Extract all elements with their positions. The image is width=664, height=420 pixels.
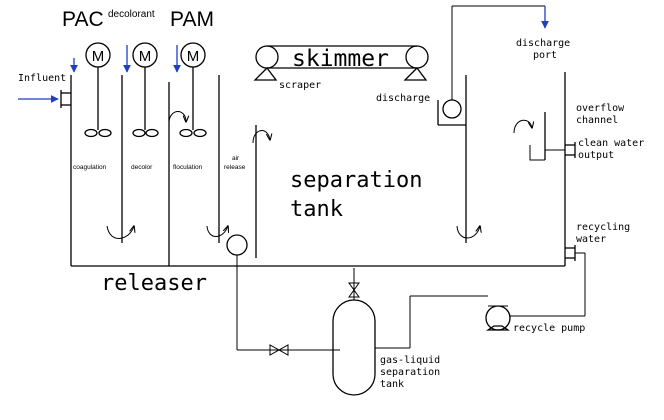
overflow-channel-label-2: channel (576, 115, 618, 126)
decolor-label: decolor (131, 164, 153, 171)
recycling-water-label-2: water (576, 234, 606, 245)
pac-label: PAC (62, 8, 104, 31)
recycle-pump-icon (485, 252, 586, 331)
skimmer-label: skimmer (292, 46, 389, 72)
clean-water-label: clean water (578, 138, 644, 149)
separation-tank-label: separation (290, 168, 422, 193)
floculation-label: floculation (173, 164, 203, 171)
valve-icon (348, 282, 360, 298)
recycle-pump-label: recycle pump (513, 323, 585, 334)
flow-arrow-icon (252, 130, 270, 144)
discharge-channel (437, 75, 467, 126)
gas-liquid-tank-label-3: tank (380, 379, 404, 390)
overflow-channel-label: overflow (576, 103, 625, 114)
chamber-walls (121, 75, 546, 266)
motor-icon: M (92, 48, 105, 65)
pam-mixer: M (173, 42, 207, 138)
recycling-outlet (565, 245, 576, 261)
flow-arrow-icon (456, 226, 480, 239)
pac-mixer: M (70, 42, 112, 138)
clean-water-outlet (545, 142, 576, 158)
discharge-port-pipe (451, 5, 549, 100)
flow-arrow-icon (206, 226, 228, 237)
discharge-port-label: discharge (516, 38, 570, 49)
gas-liquid-tank-label-2: separation (380, 367, 440, 378)
scraper-icon (253, 67, 278, 81)
motor-icon: M (139, 48, 152, 65)
skimmer-conveyor (253, 45, 429, 81)
separation-tank-label-2: tank (290, 197, 343, 222)
flow-arrow-icon (168, 111, 186, 123)
discharge-label: discharge (376, 93, 430, 104)
clean-water-label-2: output (578, 150, 614, 161)
overflow-path (529, 145, 545, 161)
recycling-water-label: recycling (576, 222, 630, 233)
discharge-valve-icon (442, 99, 462, 119)
discharge-port-label-2: port (533, 50, 557, 61)
flow-arrow-icon (106, 226, 134, 239)
air-release-label-2: release (224, 164, 246, 171)
valve-icon (269, 344, 289, 356)
scraper-label: scraper (279, 80, 321, 91)
coagulation-label: coagulation (73, 164, 107, 171)
flow-arrow-icon (513, 119, 532, 134)
air-release-label: air (232, 155, 240, 162)
decolorant-label: decolorant (108, 9, 155, 20)
gas-liquid-tank (332, 268, 488, 396)
decolorant-mixer: M (123, 42, 159, 138)
pam-label: PAM (170, 8, 214, 31)
releaser (226, 234, 340, 351)
motor-icon: M (187, 48, 200, 65)
influent-label: Influent (18, 73, 66, 84)
gas-liquid-tank-label: gas-liquid (380, 355, 440, 366)
influent-inlet (18, 90, 71, 108)
main-tank (70, 72, 566, 267)
releaser-label: releaser (101, 271, 207, 296)
